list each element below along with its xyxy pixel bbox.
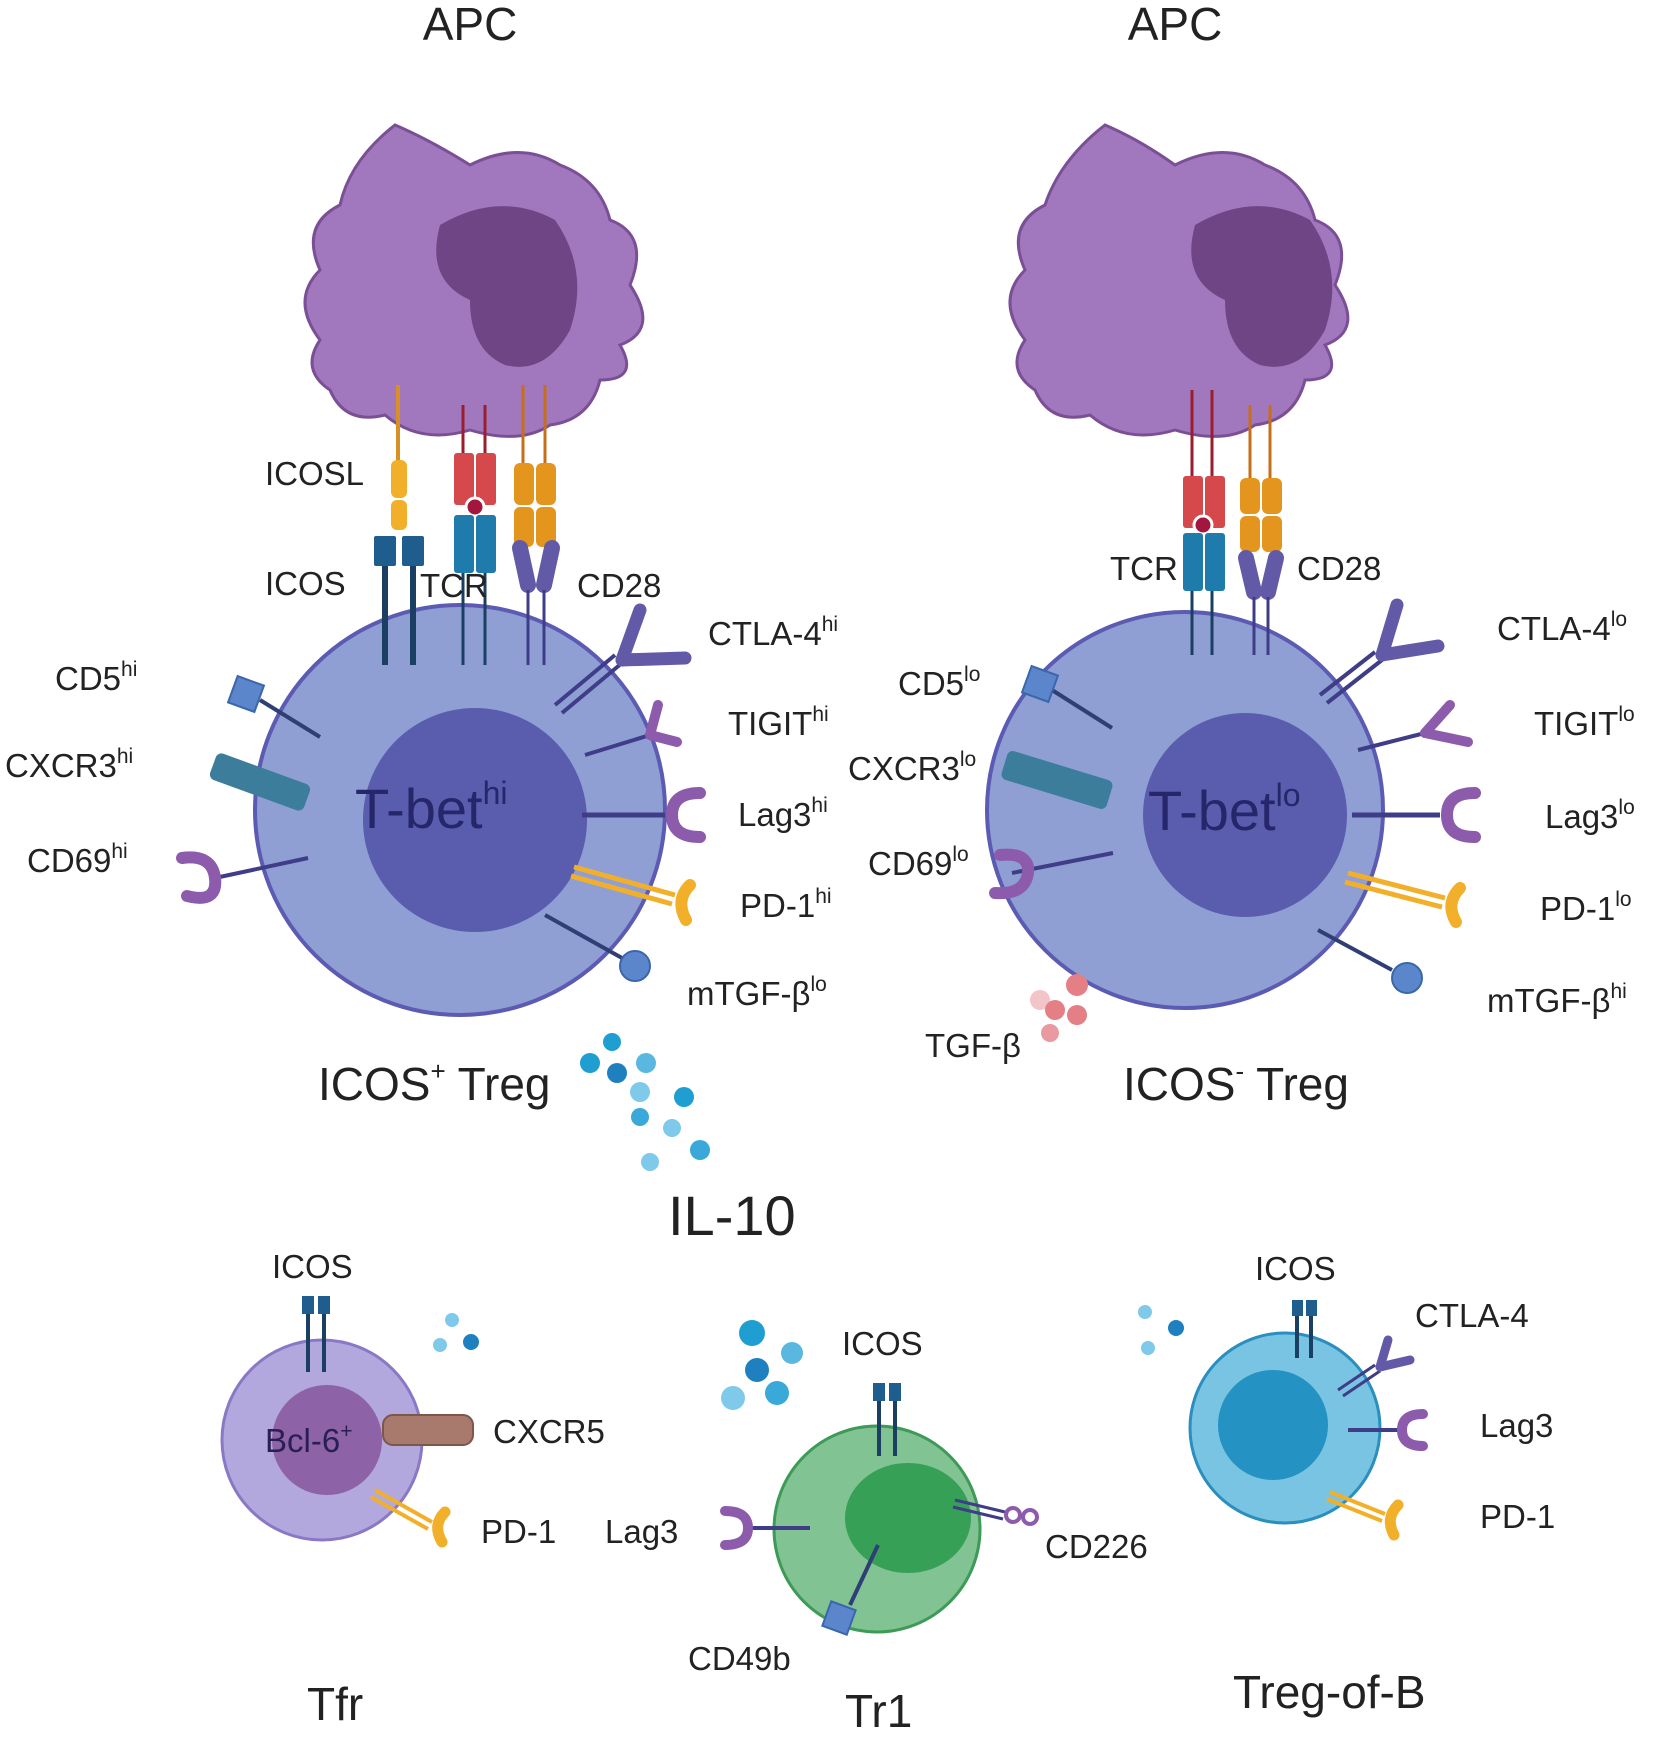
tregb-title: Treg-of-B xyxy=(1233,1666,1426,1718)
lag3-label-right: Lag3lo xyxy=(1545,796,1635,835)
tigit-label-right: TIGITlo xyxy=(1534,703,1635,742)
pd1-label-right: PD-1lo xyxy=(1540,888,1632,927)
icos-neg-treg-tbet-label: T-betlo xyxy=(1148,777,1301,842)
icos-marker-tr1 xyxy=(873,1383,901,1456)
mtgfb-label-left: mTGF-βlo xyxy=(687,973,827,1012)
pd1-label-left: PD-1hi xyxy=(740,885,832,924)
icosl-icos-pair-left xyxy=(374,385,424,665)
tfr-nucleus xyxy=(272,1385,382,1495)
icos-label-tfr: ICOS xyxy=(272,1248,353,1285)
tigit-marker-right xyxy=(1357,700,1473,752)
tigit-label-left: TIGIThi xyxy=(728,703,829,742)
icos-treg-cell: T-bethi xyxy=(253,603,667,1017)
il10-dots-tr1 xyxy=(721,1320,803,1410)
cd28-left xyxy=(512,385,560,665)
cd69-label-right: CD69lo xyxy=(868,843,969,882)
tgfb-label: TGF-β xyxy=(925,1027,1021,1064)
ctla4-marker-left xyxy=(553,603,692,715)
apc-left: APC xyxy=(303,0,645,438)
icos-neg-treg-title: ICOS- Treg xyxy=(1123,1056,1349,1110)
pd1-label-tregb: PD-1 xyxy=(1480,1498,1555,1535)
cd5-marker-right xyxy=(1020,664,1114,730)
icos-treg-tbet-label: T-bethi xyxy=(355,775,508,840)
cd69-label-left: CD69hi xyxy=(27,840,128,879)
apc-right-label: APC xyxy=(1128,0,1223,50)
tfr-bcl6-label: Bcl-6+ xyxy=(265,1420,352,1459)
tr1-cell xyxy=(772,1424,982,1634)
apc-right: APC xyxy=(1008,0,1350,438)
icos-neg-treg-nucleus xyxy=(1143,713,1347,917)
lag3-marker-right xyxy=(1352,787,1481,843)
icos-label-tr1: ICOS xyxy=(842,1325,923,1362)
mtgfb-marker-right xyxy=(1317,928,1423,994)
cd226-label: CD226 xyxy=(1045,1528,1148,1565)
tcr-label-left: TCR xyxy=(420,567,488,604)
ctla4-label-tregb: CTLA-4 xyxy=(1415,1297,1529,1334)
cxcr5-label: CXCR5 xyxy=(493,1413,605,1450)
tcr-left xyxy=(454,405,496,665)
tfr-cell: Bcl-6+ xyxy=(220,1338,424,1542)
pd1-marker-right xyxy=(1344,870,1466,928)
apc-right-nucleus xyxy=(1191,206,1333,367)
icos-marker-tfr xyxy=(302,1296,330,1372)
icos-marker-tregb xyxy=(1292,1300,1317,1358)
cxcr3-marker-left xyxy=(209,753,311,811)
tgfb-dots xyxy=(1030,974,1088,1042)
ctla4-marker-tregb xyxy=(1337,1335,1415,1398)
icos-treg-nucleus xyxy=(363,708,587,932)
cxcr5-marker xyxy=(382,1414,474,1446)
cd28-right xyxy=(1238,405,1284,655)
lag3-marker-left xyxy=(582,787,706,843)
cd49b-marker xyxy=(821,1544,880,1636)
cd5-label-right: CD5lo xyxy=(898,663,980,702)
icosl-label: ICOSL xyxy=(265,455,364,492)
pd1-marker-tregb xyxy=(1326,1490,1404,1541)
ctla4-marker-right xyxy=(1318,598,1445,705)
lag3-marker-tr1 xyxy=(720,1506,810,1550)
lag3-label-left: Lag3hi xyxy=(738,794,828,833)
cd69-marker-left xyxy=(176,851,309,904)
tr1-title: Tr1 xyxy=(845,1685,912,1737)
apc-left-label: APC xyxy=(423,0,518,50)
il10-dots-tfr xyxy=(433,1313,479,1352)
apc-left-nucleus xyxy=(436,206,578,367)
cxcr3-label-right: CXCR3lo xyxy=(848,748,976,787)
tfr-title: Tfr xyxy=(307,1678,363,1730)
icos-label-left: ICOS xyxy=(265,565,346,602)
ctla4-label-right: CTLA-4lo xyxy=(1497,608,1627,647)
mtgfb-marker-left xyxy=(544,913,651,982)
ctla4-label-left: CTLA-4hi xyxy=(708,613,838,652)
tcr-label-right: TCR xyxy=(1110,550,1178,587)
cd5-label-left: CD5hi xyxy=(55,658,137,697)
cd69-marker-right xyxy=(989,848,1114,900)
pd1-marker-tfr xyxy=(370,1488,451,1548)
tigit-marker-left xyxy=(584,700,682,757)
cd28-label-left: CD28 xyxy=(577,567,661,604)
tregb-cell xyxy=(1188,1331,1382,1525)
cxcr3-label-left: CXCR3hi xyxy=(5,745,133,784)
tcr-right xyxy=(1183,390,1225,655)
mtgfb-label-right: mTGF-βhi xyxy=(1487,980,1627,1019)
il10-label: IL-10 xyxy=(668,1184,796,1247)
icos-treg-title: ICOS+ Treg xyxy=(318,1056,550,1110)
lag3-label-tregb: Lag3 xyxy=(1480,1407,1553,1444)
lag3-label-tr1: Lag3 xyxy=(605,1513,678,1550)
il10-dots-tregb xyxy=(1138,1305,1184,1355)
cd5-marker-left xyxy=(226,674,322,739)
pd1-label-tfr: PD-1 xyxy=(481,1513,556,1550)
cxcr3-marker-right xyxy=(1001,751,1113,809)
cd49b-label: CD49b xyxy=(688,1640,791,1677)
il10-dots xyxy=(580,1033,710,1171)
cd226-marker xyxy=(952,1498,1039,1526)
tr1-nucleus xyxy=(845,1463,971,1573)
tregb-nucleus xyxy=(1218,1370,1328,1480)
lag3-marker-tregb xyxy=(1348,1409,1428,1451)
pd1-marker-left xyxy=(570,864,696,926)
icos-label-tregb: ICOS xyxy=(1255,1250,1336,1287)
cd28-label-right: CD28 xyxy=(1297,550,1381,587)
